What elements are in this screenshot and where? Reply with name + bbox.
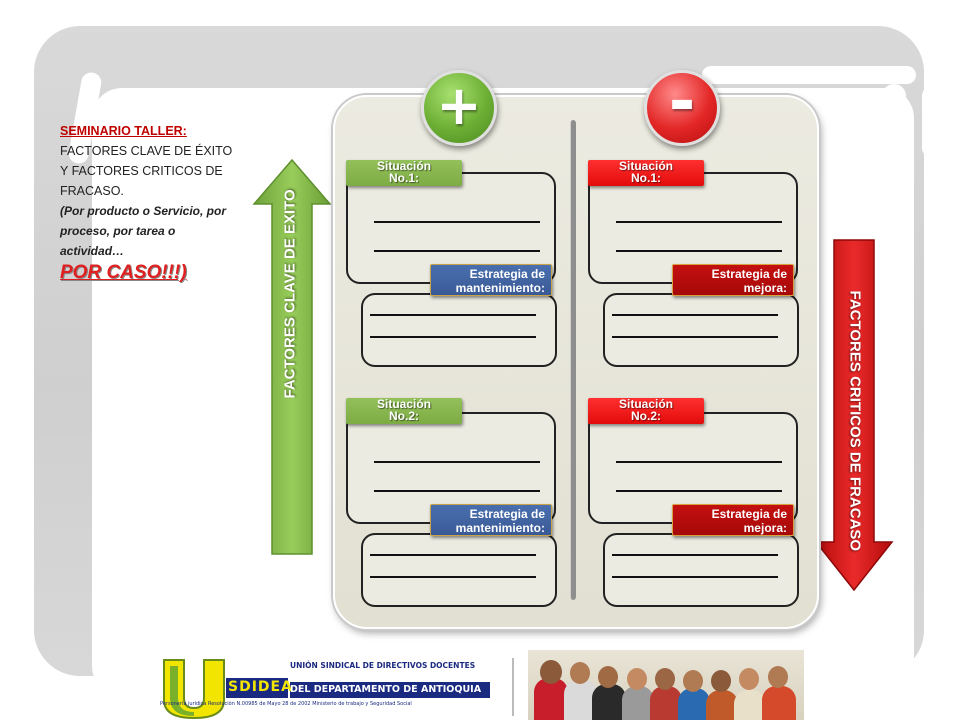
photo-figure <box>622 686 654 720</box>
photo-figure <box>711 670 731 692</box>
seminar-text: SEMINARIO TALLER: FACTORES CLAVE DE ÉXIT… <box>60 121 235 285</box>
tab-text: mejora: <box>743 521 787 535</box>
photo-figure <box>762 686 796 720</box>
blank-line <box>616 461 782 463</box>
right-strategy-1-tab: Estrategia de mejora: <box>672 264 794 296</box>
plus-icon: + <box>421 70 497 146</box>
left-situation-1-tab: Situación No.1: <box>346 160 462 186</box>
seminar-highlight: POR CASO!!!) <box>60 262 187 283</box>
photo-figure <box>768 666 788 688</box>
blank-line <box>374 490 540 492</box>
frame-highlight <box>702 66 916 84</box>
blank-line <box>612 314 778 316</box>
org-line-1: UNIÓN SINDICAL DE DIRECTIVOS DOCENTES <box>290 661 476 670</box>
tab-text: Estrategia de <box>711 507 787 521</box>
photo-figure <box>570 662 590 684</box>
photo-figure <box>706 690 738 720</box>
photo-figure <box>534 678 568 720</box>
photo-figure <box>739 668 759 690</box>
blank-line <box>616 250 782 252</box>
photo-figure <box>540 660 562 684</box>
tab-text: No.2: <box>389 409 419 423</box>
right-situation-2-tab: Situación No.2: <box>588 398 704 424</box>
photo-figure <box>598 666 618 688</box>
tab-text: No.1: <box>389 171 419 185</box>
blank-line <box>616 221 782 223</box>
minus-icon: - <box>644 70 720 146</box>
frame-highlight <box>922 86 942 158</box>
photo-figure <box>650 686 682 720</box>
seminar-note: (Por producto o Servicio, por proceso, p… <box>60 204 227 258</box>
photo-figure <box>627 668 647 690</box>
tab-text: mantenimiento: <box>455 281 545 295</box>
blank-line <box>616 490 782 492</box>
left-strategy-2-tab: Estrategia de mantenimiento: <box>430 504 552 536</box>
tab-text: No.1: <box>631 171 661 185</box>
success-arrow-label: FACTORES CLAVE DE EXITO <box>281 189 299 399</box>
photo-figure <box>734 690 766 720</box>
blank-line <box>612 554 778 556</box>
org-line-3: Personería jurídica Resolución N.00985 d… <box>160 701 412 707</box>
tab-text: Situación <box>376 159 431 173</box>
blank-line <box>374 461 540 463</box>
blank-line <box>370 336 536 338</box>
blank-line <box>370 554 536 556</box>
tab-text: mantenimiento: <box>455 521 545 535</box>
tab-text: Situación <box>618 159 673 173</box>
failure-arrow-down <box>814 239 894 592</box>
org-line-2: DEL DEPARTAMENTO DE ANTIOQUIA <box>290 684 482 695</box>
tab-text: Situación <box>618 397 673 411</box>
photo-figure <box>592 684 626 720</box>
tab-text: mejora: <box>743 281 787 295</box>
left-strategy-2-box <box>361 533 557 607</box>
tab-text: No.2: <box>631 409 661 423</box>
seminar-subtitle: FACTORES CLAVE DE ÉXITO Y FACTORES CRITI… <box>60 144 233 198</box>
tab-text: Estrategia de <box>469 267 545 281</box>
blank-line <box>374 221 540 223</box>
blank-line <box>374 250 540 252</box>
column-divider <box>570 120 576 600</box>
group-photo <box>528 650 804 720</box>
logo-letters: SDIDEA <box>228 679 293 695</box>
footer-separator <box>512 658 514 716</box>
usdidea-logo <box>150 652 500 720</box>
tab-text: Estrategia de <box>469 507 545 521</box>
photo-figure <box>655 668 675 690</box>
right-situation-1-tab: Situación No.1: <box>588 160 704 186</box>
blank-line <box>612 336 778 338</box>
left-strategy-1-tab: Estrategia de mantenimiento: <box>430 264 552 296</box>
blank-line <box>370 314 536 316</box>
photo-figure <box>683 670 703 692</box>
tab-text: Estrategia de <box>711 267 787 281</box>
tab-text: Situación <box>376 397 431 411</box>
photo-figure <box>678 688 710 720</box>
blank-line <box>370 576 536 578</box>
left-strategy-1-box <box>361 293 557 367</box>
right-strategy-2-box <box>603 533 799 607</box>
seminar-title: SEMINARIO TALLER: <box>60 124 187 138</box>
blank-line <box>612 576 778 578</box>
right-strategy-2-tab: Estrategia de mejora: <box>672 504 794 536</box>
failure-arrow-label: FACTORES CRITICOS DE FRACASO <box>846 290 864 552</box>
success-arrow-up <box>252 158 332 555</box>
left-situation-2-tab: Situación No.2: <box>346 398 462 424</box>
right-strategy-1-box <box>603 293 799 367</box>
